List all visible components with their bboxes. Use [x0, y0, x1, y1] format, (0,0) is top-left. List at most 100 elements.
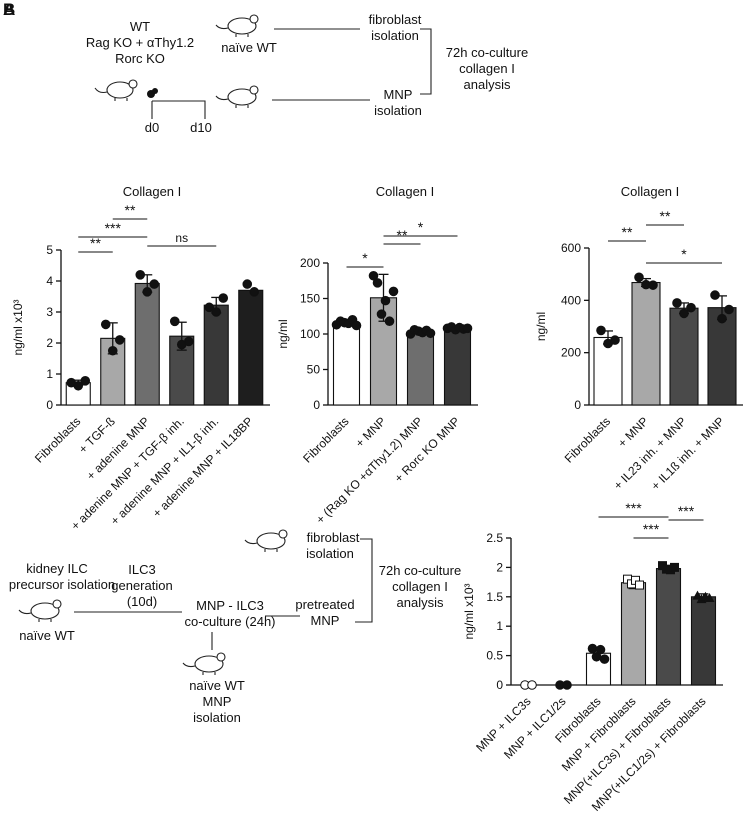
mouse-icon	[18, 599, 62, 622]
data-point	[388, 286, 399, 297]
y-tick-label: 1	[496, 619, 503, 633]
mnp-label: MNP	[384, 87, 413, 102]
data-point	[724, 304, 734, 315]
bar	[332, 322, 361, 406]
data-point	[710, 290, 720, 300]
x-tick-label: + MNP	[353, 414, 389, 450]
data-point	[100, 319, 111, 330]
bar	[707, 307, 737, 406]
data-point	[380, 295, 391, 306]
x-tick-label: Fibroblasts	[562, 414, 613, 465]
significance-label: *	[362, 250, 368, 266]
panel-letter-b: B	[3, 0, 15, 19]
y-tick-label: 100	[300, 327, 320, 341]
data-point	[73, 380, 84, 391]
fibroblast-label: isolation	[306, 546, 354, 561]
pretreated-label: MNP	[311, 613, 340, 628]
data-point	[635, 580, 644, 590]
data-point	[218, 293, 229, 303]
mouse-icon	[94, 79, 138, 101]
ilc3-generation-label: ILC3	[128, 562, 155, 577]
coculture-label: collagen I	[392, 579, 448, 594]
chart-title: Collagen I	[123, 184, 182, 199]
timeline-d0: d0	[145, 120, 159, 135]
bar	[669, 307, 699, 406]
y-tick-label: 2	[46, 336, 53, 350]
bar	[593, 336, 623, 406]
y-tick-label: 200	[561, 346, 581, 360]
x-tick-label: Fibroblasts	[32, 414, 83, 465]
y-tick-label: 2	[496, 560, 503, 574]
significance-label: *	[681, 246, 687, 262]
mnp-ilc3-label: MNP - ILC3	[196, 598, 264, 613]
bar	[620, 582, 647, 686]
naive-mnp-label: isolation	[193, 710, 241, 725]
data-point	[562, 680, 572, 690]
y-tick-label: 0.5	[486, 649, 503, 663]
y-axis-label: ng/ml	[276, 319, 290, 348]
coculture-label: analysis	[464, 77, 511, 92]
data-point	[686, 302, 696, 313]
data-point	[142, 287, 153, 297]
data-point	[599, 654, 610, 664]
data-point	[679, 308, 689, 319]
y-tick-label: 150	[300, 292, 320, 306]
mouse-icon	[215, 14, 259, 37]
data-point	[376, 309, 387, 319]
bar	[169, 335, 195, 406]
data-point	[648, 280, 658, 290]
data-point	[107, 345, 118, 356]
strain-label-wt: WT	[130, 19, 150, 34]
coculture-label: analysis	[397, 595, 444, 610]
data-point	[425, 328, 436, 339]
y-tick-label: 0	[46, 398, 53, 412]
y-tick-label: 5	[46, 243, 53, 257]
data-point	[183, 336, 194, 347]
data-point	[596, 325, 606, 336]
chart-title: Collagen I	[376, 184, 435, 199]
panel-letter-a: A	[3, 0, 15, 19]
y-axis-label: ng/ml x10³	[11, 299, 25, 355]
y-tick-label: 4	[46, 274, 53, 288]
bar	[134, 282, 160, 406]
bar	[406, 331, 435, 406]
chart-title: Collagen I	[621, 184, 680, 199]
significance-label: **	[125, 202, 136, 218]
data-point	[704, 592, 715, 602]
collagen-chart-rag-rorc: Collagen Ing/ml050100150200Fibroblasts+ …	[276, 184, 478, 527]
naive-mnp-label: MNP	[203, 694, 232, 709]
bar	[238, 289, 264, 406]
significance-label: ***	[625, 500, 642, 516]
y-tick-label: 600	[561, 241, 581, 255]
ilc3-generation-label: generation	[111, 578, 172, 593]
fibroblast-label: fibroblast	[307, 530, 360, 545]
data-point	[135, 270, 146, 280]
y-tick-label: 400	[561, 293, 581, 307]
adenine-diet-icon	[147, 88, 158, 98]
data-point	[211, 307, 222, 317]
y-tick-label: 3	[46, 305, 53, 319]
bar	[690, 596, 717, 686]
schematic-bottom: kidney ILC precursor isolation naïve WT …	[9, 529, 461, 725]
bar	[443, 327, 472, 406]
mouse-icon	[244, 529, 288, 552]
data-point	[204, 302, 215, 313]
kidney-label: precursor isolation	[9, 577, 115, 592]
fibroblast-label: fibroblast	[369, 12, 422, 27]
significance-label: ***	[678, 503, 695, 519]
mouse-icon	[182, 652, 226, 675]
bar	[631, 281, 661, 406]
data-point	[587, 643, 598, 654]
data-point	[149, 279, 160, 289]
data-point	[610, 335, 620, 345]
timeline-d10: d10	[190, 120, 212, 135]
x-tick-label: Fibroblasts	[300, 414, 351, 465]
strain-label-rorc: Rorc KO	[115, 51, 165, 66]
coculture-label: 72h co-culture	[379, 563, 461, 578]
merge-bracket	[355, 538, 373, 623]
x-tick-label: + IL1ß inh. + MNP	[648, 414, 727, 493]
